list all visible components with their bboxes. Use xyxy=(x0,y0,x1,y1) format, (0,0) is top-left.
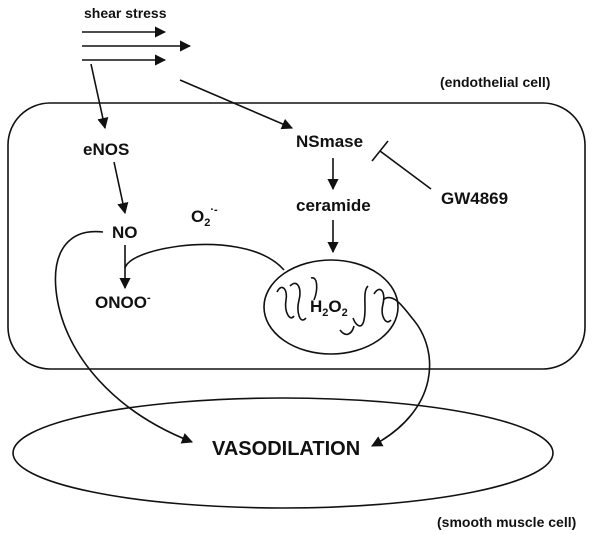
mitochondrion xyxy=(263,259,399,355)
shear-stress-label: shear stress xyxy=(84,5,167,21)
vasodilation-label: VASODILATION xyxy=(212,438,360,460)
gw4869-label: GW4869 xyxy=(441,189,508,208)
h2o2-label: H2O2 xyxy=(310,297,348,319)
no-label: NO xyxy=(112,223,138,242)
arrow-h2o2-to-vasodilation xyxy=(371,296,431,447)
arrow-shear-to-enos xyxy=(90,63,109,130)
peroxynitrite-label: ONOO- xyxy=(95,292,151,312)
superoxide-label: O2·- xyxy=(191,204,218,229)
smooth-muscle-cell-ellipse xyxy=(12,397,554,509)
gw4869-inhibition xyxy=(371,140,432,190)
nsmase-label: NSmase xyxy=(296,132,363,151)
arrow-shear-to-nsmase xyxy=(179,79,294,130)
arrow-enos-to-no xyxy=(113,161,129,215)
endothelial-cell-label: (endothelial cell) xyxy=(440,74,550,90)
smooth-muscle-cell-label: (smooth muscle cell) xyxy=(437,514,576,530)
arrow-no-to-vasodilation xyxy=(54,230,194,444)
shear-stress-arrows xyxy=(82,26,192,66)
enos-label: eNOS xyxy=(83,140,129,159)
endothelial-cell-box xyxy=(7,102,586,370)
superoxide-curve xyxy=(124,243,285,271)
ceramide-label: ceramide xyxy=(296,196,371,215)
